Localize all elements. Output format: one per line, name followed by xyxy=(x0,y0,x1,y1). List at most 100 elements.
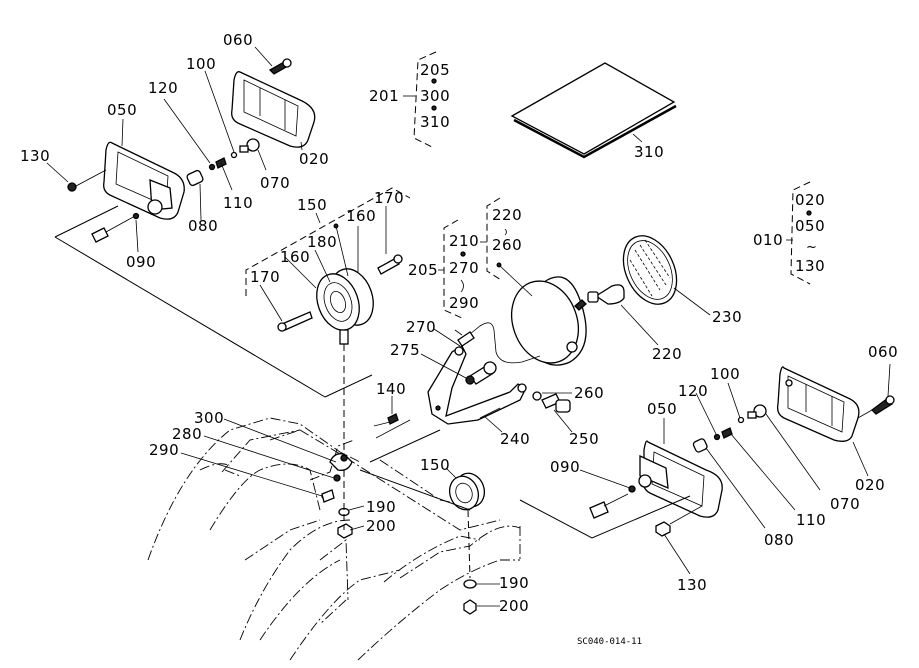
right-lens-020 xyxy=(776,366,860,442)
label-160: 160 xyxy=(346,207,377,225)
label-100: 100 xyxy=(186,55,217,73)
right-washer-120 xyxy=(713,433,721,441)
label-250: 250 xyxy=(569,430,600,448)
leaders-lamp-150 xyxy=(259,206,387,322)
group-label-010: 010 xyxy=(753,231,784,249)
label-160: 160 xyxy=(280,248,311,266)
label-220: 220 xyxy=(652,345,683,363)
left-bulb-070 xyxy=(239,138,260,153)
bracket-010 xyxy=(786,181,812,285)
label-270: 270 xyxy=(406,318,437,336)
lamp-150-lower xyxy=(445,467,486,579)
label-020: 020 xyxy=(855,476,886,494)
group-label-205: 205 xyxy=(408,261,439,279)
label-190: 190 xyxy=(366,498,397,516)
nut-200-left xyxy=(337,523,353,539)
left-nut-130 xyxy=(67,182,77,192)
group-205-child: 270 xyxy=(449,259,480,277)
group-210-child: 220 xyxy=(492,206,523,224)
left-housing-050 xyxy=(103,141,185,220)
right-housing-050 xyxy=(638,440,723,518)
label-130: 130 xyxy=(677,576,708,594)
manual-310 xyxy=(510,62,677,159)
leader-dot xyxy=(496,262,502,268)
bracket-201 xyxy=(403,51,437,149)
label-090: 090 xyxy=(550,458,581,476)
label-050: 050 xyxy=(647,400,678,418)
label-170: 170 xyxy=(374,189,405,207)
label-090: 090 xyxy=(126,253,157,271)
group-205-child: 290 xyxy=(449,294,480,312)
label-060: 060 xyxy=(223,31,254,49)
right-connector-090 xyxy=(589,485,636,519)
leader xyxy=(75,169,107,187)
label-070: 070 xyxy=(260,174,291,192)
label-200: 200 xyxy=(366,517,397,535)
leaders-top-left xyxy=(46,46,303,253)
washer-260 xyxy=(532,391,542,401)
right-screw-060 xyxy=(871,395,895,415)
label-110: 110 xyxy=(223,194,254,212)
outline xyxy=(324,374,373,398)
lens-230 xyxy=(622,235,678,305)
label-290: 290 xyxy=(149,441,180,459)
label-050: 050 xyxy=(107,101,138,119)
fender-outline xyxy=(147,417,521,661)
washer-190-right xyxy=(463,579,477,589)
bolt-280 xyxy=(333,474,341,482)
outline xyxy=(359,469,471,511)
group-201-child: 310 xyxy=(420,113,451,131)
label-300: 300 xyxy=(194,409,225,427)
nut-200-right xyxy=(463,599,477,615)
bracket-210 xyxy=(480,197,507,281)
clamp-300 xyxy=(329,453,353,471)
nut-290 xyxy=(321,489,335,503)
left-part-100 xyxy=(230,151,238,159)
label-060: 060 xyxy=(868,343,899,361)
bolt-275 xyxy=(465,361,497,385)
label-275: 275 xyxy=(390,341,421,359)
lamp-150-upper xyxy=(316,268,374,460)
label-140: 140 xyxy=(376,380,407,398)
label-120: 120 xyxy=(678,382,709,400)
label-150: 150 xyxy=(420,456,451,474)
label-280: 280 xyxy=(172,425,203,443)
group-201-child: 205 xyxy=(420,61,451,79)
right-nut-130 xyxy=(655,521,671,537)
group-010-child: 130 xyxy=(795,257,826,275)
work-lamp-body xyxy=(511,276,587,366)
left-lens-020 xyxy=(231,71,316,148)
label-080: 080 xyxy=(764,531,795,549)
bulb-220 xyxy=(587,284,625,305)
group-010-child: 050 xyxy=(795,217,826,235)
label-180: 180 xyxy=(307,233,338,251)
leader xyxy=(499,265,533,297)
left-washer-120 xyxy=(208,163,216,171)
label-070: 070 xyxy=(830,495,861,513)
left-screw-060 xyxy=(268,58,292,75)
label-020: 020 xyxy=(299,150,330,168)
label-260: 260 xyxy=(574,384,605,402)
label-170: 170 xyxy=(250,268,281,286)
harness-wire xyxy=(457,322,541,364)
label-130: 130 xyxy=(20,147,51,165)
label-120: 120 xyxy=(148,79,179,97)
group-010-child: 020 xyxy=(795,191,826,209)
screw-170-right xyxy=(377,254,403,275)
label-310: 310 xyxy=(634,143,665,161)
leaders-fender xyxy=(180,418,365,531)
leaders-work-lamp xyxy=(454,287,711,346)
group-210-child: 260 xyxy=(492,236,523,254)
label-230: 230 xyxy=(712,308,743,326)
right-bulb-070 xyxy=(747,404,767,419)
bolt-250 xyxy=(541,393,571,413)
right-socket-080 xyxy=(692,438,708,453)
right-spring-110 xyxy=(721,427,733,439)
label-080: 080 xyxy=(188,217,219,235)
group-205-child: 210 xyxy=(449,232,480,250)
left-socket-080 xyxy=(186,169,204,187)
range-separator: ~ xyxy=(806,240,818,255)
right-group-outline xyxy=(519,495,691,539)
label-200: 200 xyxy=(499,597,530,615)
